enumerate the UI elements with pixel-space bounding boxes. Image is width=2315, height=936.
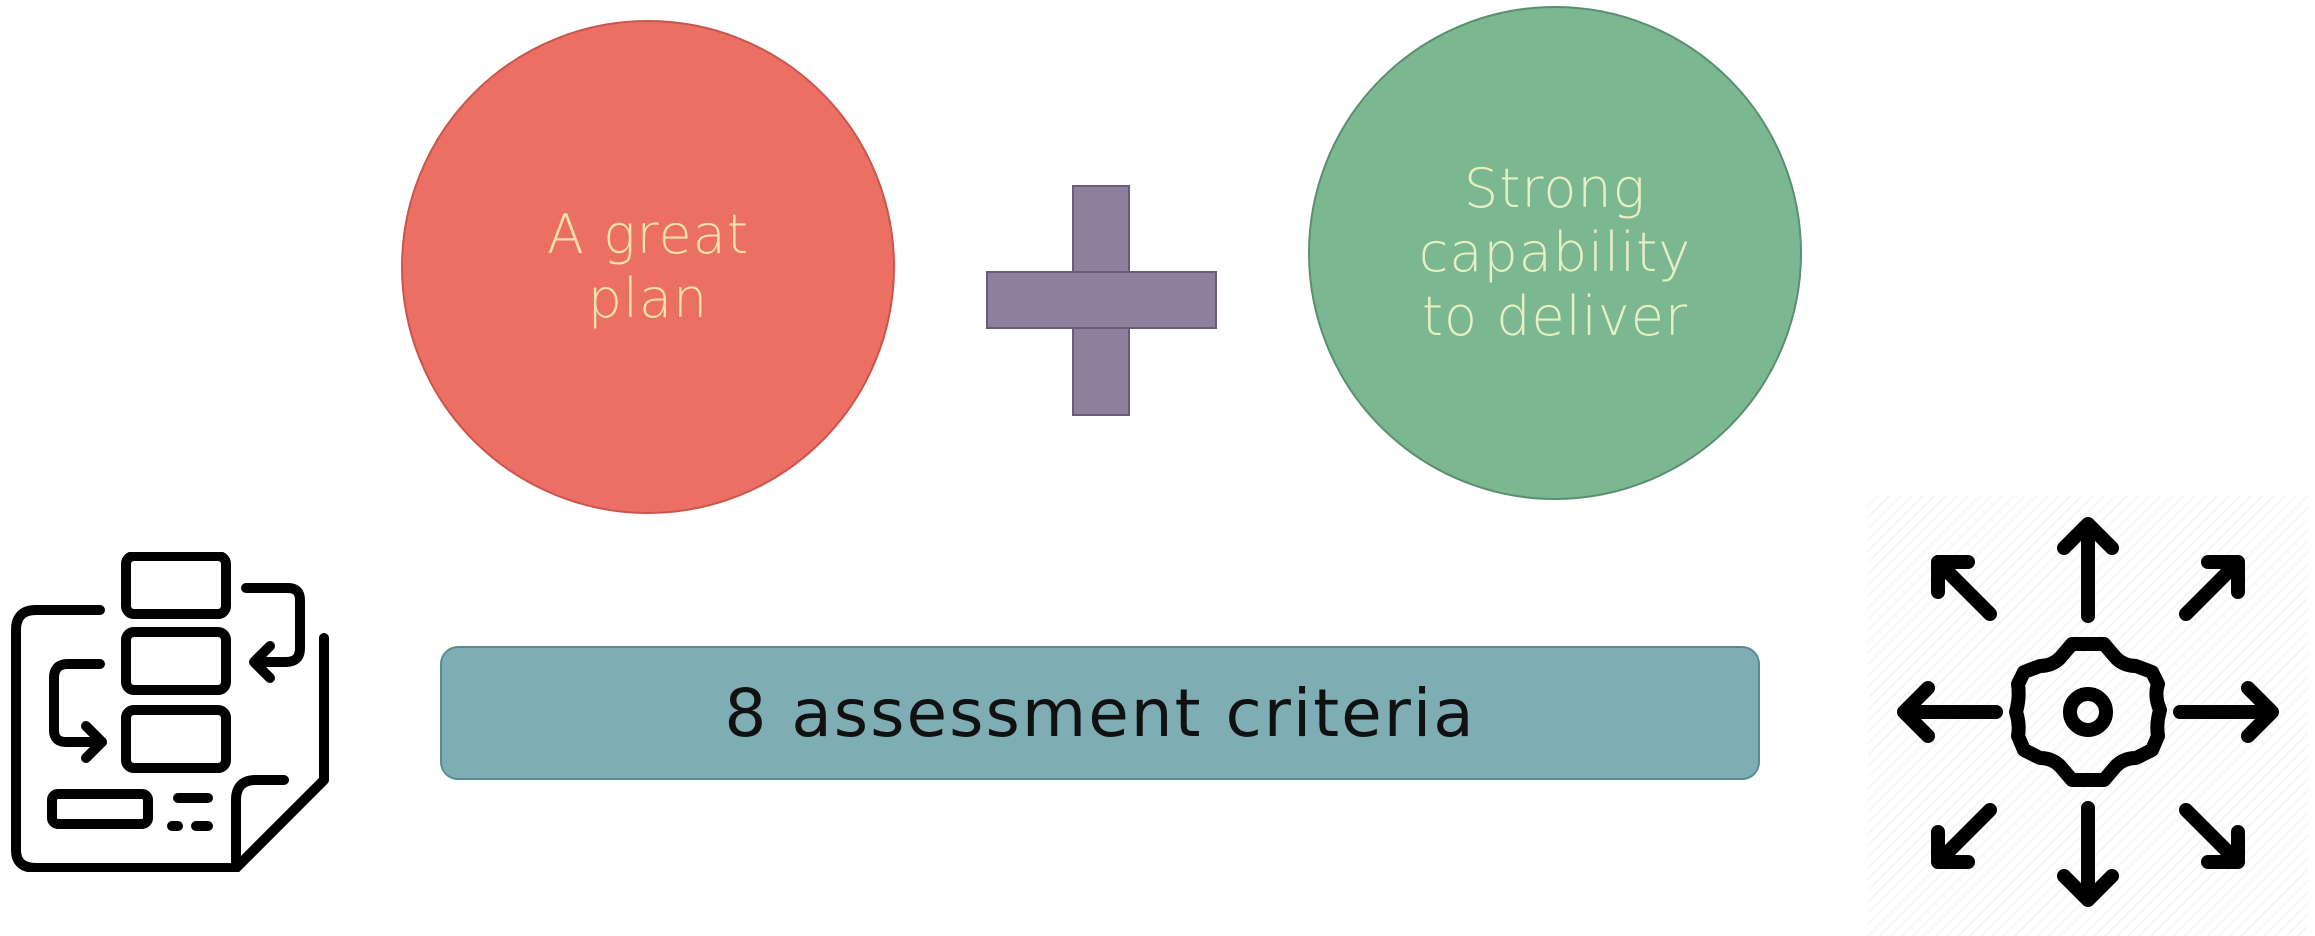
plan-circle-label: A great plan <box>546 203 749 330</box>
gear-arrows-icon <box>1897 517 2279 907</box>
plan-flowchart-icon <box>11 552 329 872</box>
assessment-criteria-label: 8 assessment criteria <box>724 674 1476 752</box>
gear-arrows-icon-panel <box>1868 496 2308 936</box>
capability-circle-label: Strong capability to deliver <box>1418 157 1692 348</box>
plan-circle: A great plan <box>401 20 895 514</box>
capability-circle: Strong capability to deliver <box>1308 6 1802 500</box>
assessment-criteria-bar: 8 assessment criteria <box>440 646 1760 780</box>
